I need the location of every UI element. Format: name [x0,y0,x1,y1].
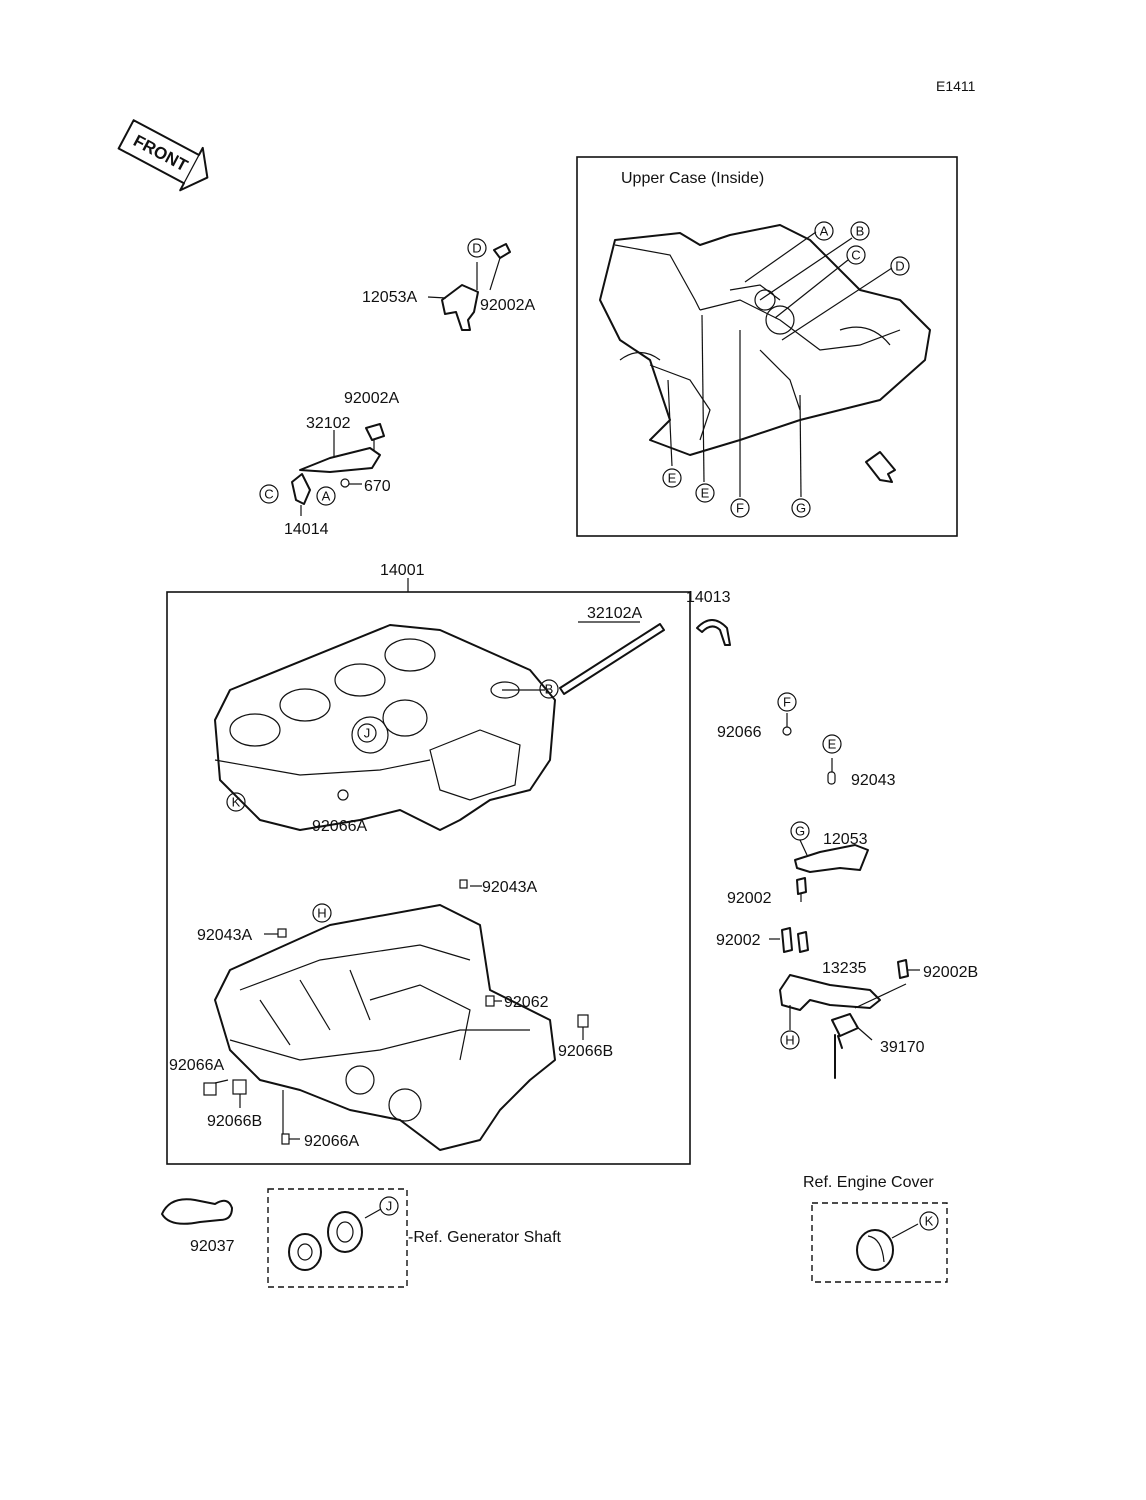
part-label-14014: 14014 [284,521,329,538]
seal-14013 [696,619,731,646]
part-label-32102: 32102 [306,415,351,432]
svg-text:A: A [820,224,829,239]
lower-crankcase-drawing [203,879,589,1151]
part-labels: 12053A 92002A 92002A 32102 670 14014 140… [169,289,978,1255]
callout-E: E [695,483,715,503]
callout-H: H [312,903,332,923]
part-label-92066A: 92066A [169,1057,224,1074]
svg-text:D: D [472,241,481,256]
stud-32102A [559,623,665,695]
part-label-92066B: 92066B [207,1113,262,1130]
svg-text:C: C [264,487,273,502]
svg-text:H: H [785,1033,794,1048]
callout-G: G [790,821,810,841]
part-label-14001: 14001 [380,562,425,579]
part-label-92062: 92062 [504,994,549,1011]
callout-circles: D C A A B C D E E F G B J K H F E G H J … [226,221,939,1231]
part-label-92043A: 92043A [197,927,252,944]
part-label-92002A: 92002A [344,390,399,407]
front-arrow-icon: FRONT [117,119,209,192]
engine-cover-ref-box [811,1202,948,1283]
svg-text:E: E [668,471,677,486]
engine-cover-plug [856,1223,919,1271]
svg-text:A: A [322,489,331,504]
part-label-92002A: 92002A [480,297,535,314]
callout-K: K [226,792,246,812]
ref-engine-cover-label: Ref. Engine Cover [803,1174,934,1191]
part-label-92066B: 92066B [558,1043,613,1060]
part-label-12053A: 12053A [362,289,417,306]
part-label-92066A: 92066A [304,1133,359,1150]
svg-text:J: J [364,726,371,741]
svg-text:D: D [895,259,904,274]
part-label-39170: 39170 [880,1039,925,1056]
part-label-92002: 92002 [727,890,772,907]
upper-case-inset-box [576,156,958,537]
right-side-parts [769,713,920,1079]
oil-pipe-32102-group [291,423,385,516]
part-label-92066: 92066 [717,724,762,741]
callout-D: D [467,238,487,258]
svg-text:F: F [736,501,744,516]
front-label: FRONT [130,131,191,176]
upper-case-leaders [667,231,893,498]
svg-text:E: E [701,486,710,501]
callout-E: E [822,734,842,754]
callout-C: C [259,484,279,504]
part-label-92037: 92037 [190,1238,235,1255]
svg-text:H: H [317,906,326,921]
page-code: E1411 [936,78,976,94]
callout-H: H [780,1030,800,1050]
callout-D: D [890,256,910,276]
svg-text:G: G [795,824,805,839]
part-label-92002: 92002 [716,932,761,949]
callout-K: K [919,1211,939,1231]
clip-92037 [161,1198,233,1225]
svg-text:B: B [545,682,554,697]
part-label-32102A: 32102A [587,605,642,622]
callout-B: B [539,679,559,699]
part-label-13235: 13235 [822,960,867,977]
upper-crankcase-drawing [214,624,556,831]
part-label-92066A: 92066A [312,818,367,835]
generator-shaft-seals [288,1208,382,1271]
part-label-14013: 14013 [686,589,731,606]
part-label-92043A: 92043A [482,879,537,896]
part-label-670: 670 [364,478,391,495]
part-label-92043: 92043 [851,772,896,789]
svg-text:E: E [828,737,837,752]
bracket-12053A-group [427,243,511,331]
callout-B: B [850,221,870,241]
crankcase-leaders [214,621,640,1140]
svg-text:G: G [796,501,806,516]
part-label-92002B: 92002B [923,964,978,981]
ref-generator-shaft-label: -Ref. Generator Shaft [408,1229,562,1246]
callout-A: A [814,221,834,241]
upper-case-inside-drawing [599,224,931,483]
callout-J: J [379,1196,399,1216]
callout-E: E [662,468,682,488]
callout-G: G [791,498,811,518]
svg-text:J: J [386,1199,393,1214]
callout-F: F [777,692,797,712]
part-label-12053: 12053 [823,831,868,848]
callout-F: F [730,498,750,518]
svg-text:K: K [925,1214,934,1229]
callout-J: J [357,723,377,743]
svg-text:K: K [232,795,241,810]
upper-case-title: Upper Case (Inside) [621,170,764,187]
callout-C: C [846,245,866,265]
svg-text:F: F [783,695,791,710]
callout-A: A [316,486,336,506]
svg-text:C: C [851,248,860,263]
svg-text:B: B [856,224,865,239]
generator-shaft-ref-box [267,1188,408,1288]
crankcase-assembly-box [166,591,691,1165]
